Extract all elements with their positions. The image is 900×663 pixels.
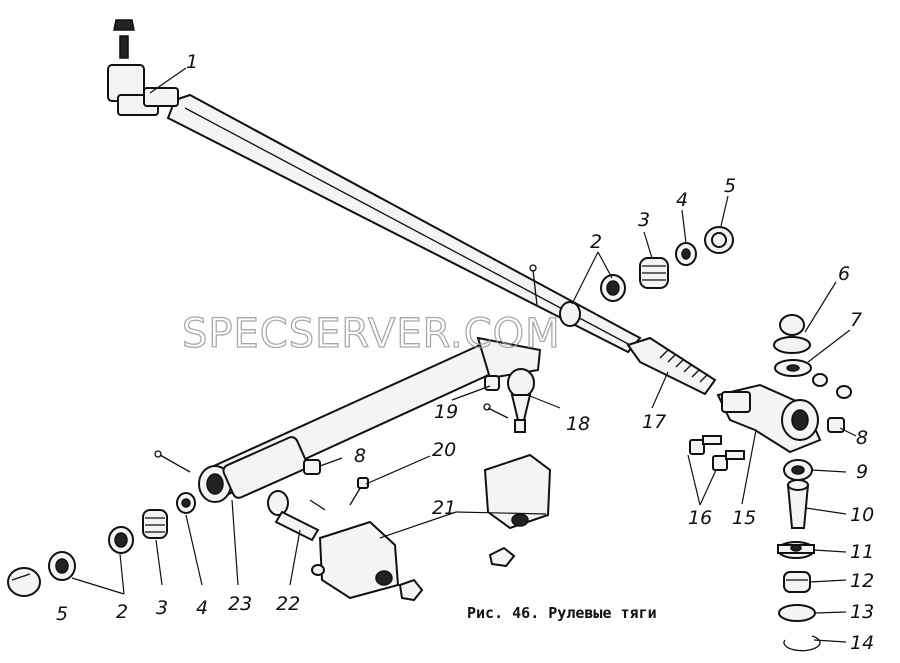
callout-15: 15: [732, 507, 756, 529]
tie-rod-end-1: [107, 19, 179, 116]
drag-link: [198, 336, 542, 503]
watermark-text: SPECSERVER.COM: [182, 311, 561, 357]
cotter-pin-lower: [154, 450, 191, 473]
plug-8-left: [303, 459, 321, 475]
callout-12: 12: [850, 570, 874, 592]
spring-seat-4-upper: [675, 242, 697, 266]
callout-16: 16: [688, 507, 712, 529]
callout-11: 11: [850, 541, 874, 563]
cross-tie-rod: [166, 93, 717, 396]
callout-14: 14: [850, 632, 874, 654]
cotter-pin: [532, 269, 538, 306]
grease-fitting-20: [349, 477, 369, 506]
clamp-21-lower: [311, 520, 424, 602]
callout-13: 13: [850, 601, 874, 623]
ring-14: [783, 635, 821, 652]
spring-seat-4-lower: [176, 492, 196, 514]
callout-22: 22: [276, 593, 300, 615]
castle-nut-6: [773, 314, 811, 354]
tie-rod-threaded-end: [626, 336, 717, 396]
cotter-pin-19: [483, 403, 509, 419]
nut-19: [484, 375, 500, 391]
callout-labels: 1 2 3 4 5 6 7 8 8 9 10 11 12 13 14 15 16…: [56, 51, 874, 654]
callout-9: 9: [856, 461, 868, 483]
callout-1: 1: [186, 51, 198, 73]
tie-rod-clamp: [559, 301, 581, 327]
spring-3-lower: [142, 509, 168, 539]
ball-pin-18: [507, 368, 535, 433]
callout-18: 18: [566, 413, 590, 435]
callout-19: 19: [434, 401, 458, 423]
nut-11: [777, 541, 815, 559]
spring-3-upper: [639, 257, 669, 289]
ball-pin-22: [267, 490, 326, 542]
callout-3: 3: [638, 209, 650, 231]
callout-4: 4: [196, 597, 208, 619]
ball-socket-cup-2-lower-a: [48, 551, 76, 581]
callout-8: 8: [354, 445, 366, 467]
callout-17: 17: [642, 411, 666, 433]
figure-caption: Рис. 46. Рулевые тяги: [467, 604, 657, 622]
bushing-9: [783, 459, 813, 481]
callout-6: 6: [838, 263, 850, 285]
callout-8: 8: [856, 427, 868, 449]
ball-socket-cup-2-upper: [600, 274, 626, 302]
steering-arm-15: [716, 383, 822, 454]
callout-20: 20: [432, 439, 456, 461]
callout-4: 4: [676, 189, 688, 211]
leader-lines: [71, 67, 857, 643]
spring-12: [783, 571, 811, 593]
callout-10: 10: [850, 504, 874, 526]
callout-3: 3: [156, 597, 168, 619]
plug-5-lower: [7, 567, 41, 597]
clamp-21-upper: [483, 453, 552, 568]
plate-13: [778, 604, 816, 622]
callout-2: 2: [590, 231, 602, 253]
callout-5: 5: [56, 603, 68, 625]
callout-2: 2: [116, 601, 128, 623]
callout-21: 21: [432, 497, 456, 519]
ball-socket-cup-2-lower-b: [108, 526, 134, 554]
bolts-16: [689, 435, 745, 471]
plug-5-upper: [704, 226, 734, 254]
washer-7: [774, 359, 812, 377]
callout-7: 7: [850, 309, 862, 331]
ball-pin-10: [786, 479, 810, 529]
callout-23: 23: [228, 593, 252, 615]
callout-5: 5: [724, 175, 736, 197]
